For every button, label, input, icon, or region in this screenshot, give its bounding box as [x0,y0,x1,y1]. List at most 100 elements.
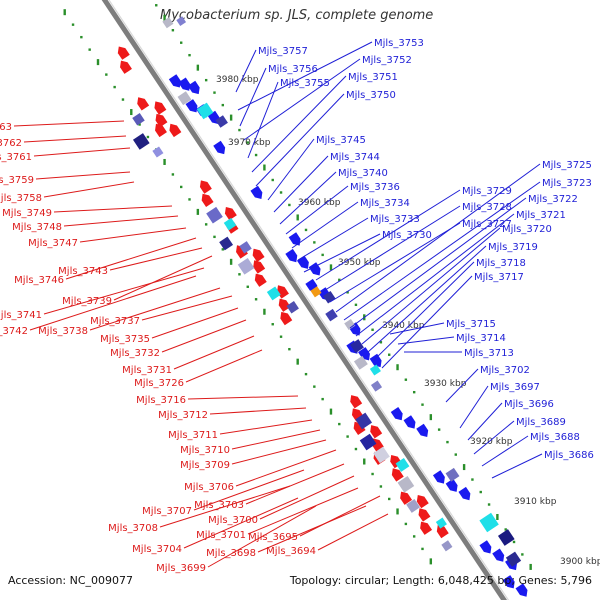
gene-arrow [288,232,301,246]
gene-box-shape [219,236,234,251]
scale-label: 3960 kbp [298,198,341,208]
tick-dot [446,440,449,444]
forward-gene-label: Mjls_3715 [446,319,496,330]
accession-text: Accession: NC_009077 [8,574,134,587]
forward-gene-label: Mjls_3745 [316,135,366,146]
tick-dot [80,35,83,39]
gene-arrow [350,395,363,409]
reverse-label-line [29,275,197,331]
gene-box-shape [132,133,150,150]
gene-arrow-shape [420,521,433,535]
gene-arrow-shape [154,101,167,115]
forward-gene-label: Mjls_3719 [488,242,538,253]
gene-box [206,206,223,224]
gene-box-shape [344,318,356,331]
tick-dot [512,540,516,544]
gene-arrow [120,60,132,74]
forward-gene-label: Mjls_3728 [462,202,512,213]
gene-arrow [420,521,433,535]
gene-box [359,433,377,451]
tick-dot [180,185,183,189]
gene-arrow [250,185,263,200]
tick-dot [321,397,324,401]
reverse-label-line [257,505,367,553]
gene-arrow-shape [117,46,130,60]
reverse-gene-label: Mjls_3746 [14,275,64,286]
forward-gene-label: Mjls_3718 [476,258,526,269]
gene-features [117,16,528,597]
scale-label: 3980 kbp [216,75,259,85]
tick-dot [404,522,408,526]
reverse-label-line [161,319,247,353]
gene-arrow-shape [479,540,492,554]
tick-dot [263,164,266,171]
gene-arrow-shape [168,74,181,88]
gene-arrow [280,311,293,326]
gene-box [325,308,338,322]
tick-dot [371,328,374,331]
gene-arrow [358,347,370,361]
scale-label: 3920 kbp [470,437,513,447]
reverse-gene-label: Mjls_3747 [28,238,78,249]
tick-dot [321,253,324,257]
gene-box [176,16,187,26]
gene-box [162,17,174,29]
reverse-label-line [231,429,321,450]
gene-arrow [178,77,191,91]
forward-gene-label: Mjls_3720 [502,224,552,235]
forward-label-line [361,227,501,345]
gene-arrow-shape [120,60,132,74]
tick-dot [288,203,291,207]
gene-box [350,339,364,354]
forward-label-line [267,138,315,201]
forward-gene-label: Mjls_3702 [480,365,530,376]
reverse-gene-label: Mjls_3738 [38,326,88,337]
gene-box-shape [497,529,515,546]
map-title: Mycobacterium sp. JLS, complete genome [160,8,434,23]
tick-dot [388,497,391,501]
gene-box [369,364,381,376]
gene-arrow [155,113,168,128]
forward-label-line [247,81,279,159]
forward-gene-label: Mjls_3727 [462,219,512,230]
tick-dot [313,241,316,244]
tick-dot [221,248,225,251]
reverse-gene-label: Mjls_3726 [134,378,184,389]
reverse-label-line [35,171,131,180]
gene-arrow-shape [369,353,382,368]
tick-dot [346,291,349,294]
gene-arrow [236,245,248,259]
reverse-label-line [113,255,213,301]
gene-arrow [403,415,416,429]
gene-box [370,380,383,392]
gene-arrow-shape [390,406,403,421]
gene-arrow-shape [278,298,291,312]
gene-box-shape [445,467,460,482]
reverse-gene-label: Mjls_3710 [180,445,230,456]
tick-dot [138,123,141,126]
gene-arrow [416,494,429,509]
backbone-highlight [108,0,510,600]
gene-arrow-shape [502,575,515,589]
tick-dot [313,385,316,388]
gene-arrow-shape [436,524,449,539]
gene-arrow [154,101,167,115]
gene-box-shape [266,286,281,301]
gene-arrow-shape [492,548,505,562]
gene-arrow [479,540,492,554]
reverse-label-line [259,475,355,520]
gene-arrow [137,97,150,111]
gene-arrow-shape [370,425,383,439]
gene-box-shape [350,339,364,354]
gene-arrow [492,548,505,562]
gene-box-shape [359,433,377,451]
genome-info-text: Topology: circular; Length: 6,048,425 bp… [289,574,592,587]
forward-gene-label: Mjls_3725 [542,160,592,171]
gene-box [219,236,234,251]
tick-dot [254,298,258,301]
gene-box [353,355,368,370]
reverse-label-line [185,349,263,383]
forward-label-line [481,435,529,467]
gene-arrow-shape [250,185,263,200]
reverse-gene-label: Mjls_3709 [180,460,230,471]
